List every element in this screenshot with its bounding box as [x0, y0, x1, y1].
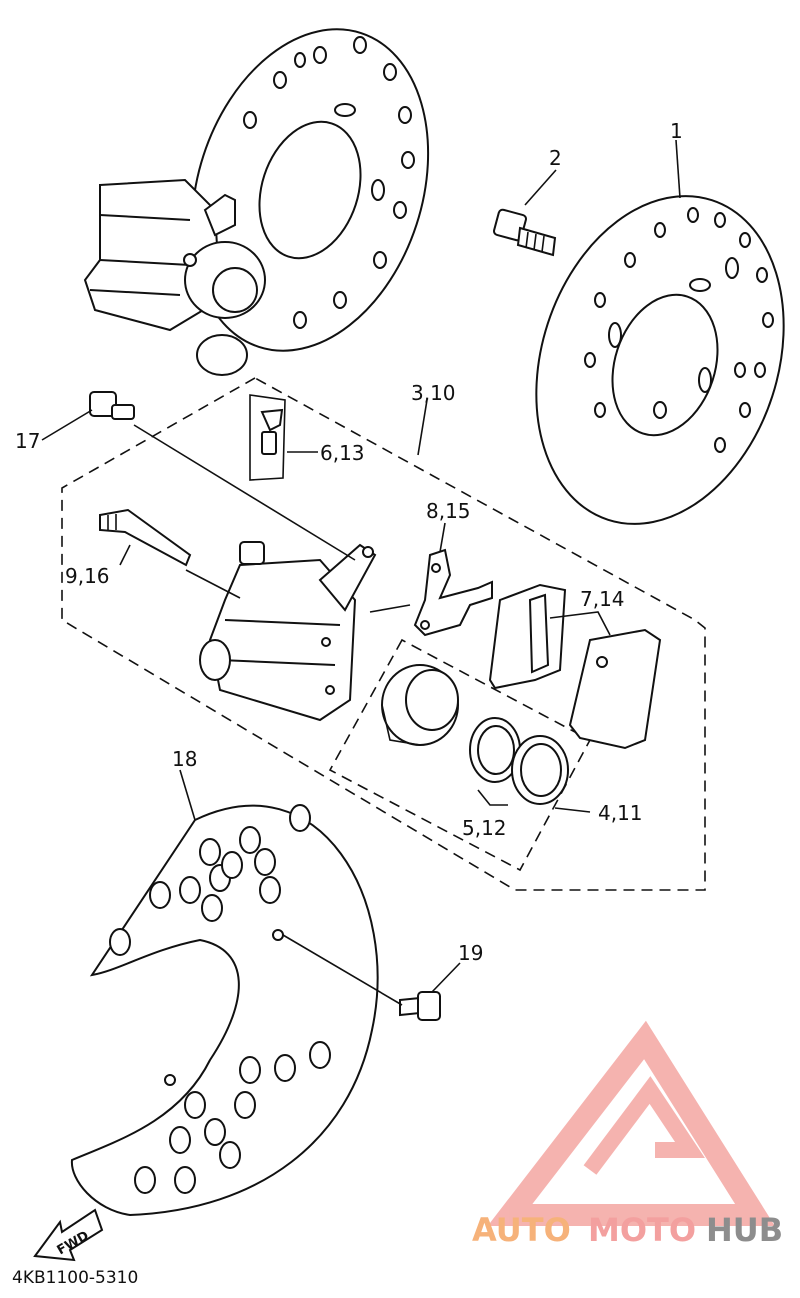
- brake-disc-1: [535, 195, 785, 525]
- callout-7-14: 7,14: [580, 587, 625, 611]
- diagram-code: 4KB1100-5310: [12, 1268, 138, 1288]
- callout-17: 17: [15, 429, 40, 453]
- callout-6-13: 6,13: [320, 441, 365, 465]
- fwd-arrow-icon: FWD: [33, 1208, 104, 1262]
- leader-lines: [41, 139, 681, 1006]
- caliper-assembly-outline: [61, 377, 706, 891]
- brake-pads-7-14: [488, 583, 662, 750]
- seals-5-12: [469, 717, 569, 805]
- bleed-screw-6-13: [249, 394, 286, 481]
- callout-5-12: 5,12: [462, 816, 507, 840]
- callout-2: 2: [549, 146, 562, 170]
- disc-guard-18: [70, 804, 379, 1217]
- assembled-disc: [190, 28, 430, 352]
- callout-1: 1: [670, 119, 683, 143]
- callout-3-10: 3,10: [411, 381, 456, 405]
- bolt-17: [89, 391, 135, 420]
- callout-9-16: 9,16: [65, 564, 110, 588]
- watermark-text: AUTO MOTO HUB: [472, 1211, 783, 1249]
- callout-8-15: 8,15: [426, 499, 471, 523]
- callout-4-11: 4,11: [598, 801, 643, 825]
- pin-9-16: [99, 508, 192, 567]
- piston-kit-outline: [328, 638, 592, 872]
- watermark-auto: AUTO: [472, 1211, 571, 1249]
- callout-19: 19: [458, 941, 483, 965]
- assembled-caliper: [83, 178, 266, 376]
- callout-labels: 1 2 3,10 17 6,13 8,15 9,16 7,14 18 5,12 …: [15, 119, 683, 965]
- bolt-2: [493, 208, 557, 257]
- caliper-body: [199, 541, 377, 722]
- piston-4-11: [381, 664, 459, 746]
- callout-18: 18: [172, 747, 197, 771]
- watermark-logo-icon: [487, 1020, 775, 1226]
- watermark-hub: HUB: [706, 1211, 783, 1249]
- watermark-moto: MOTO: [588, 1211, 696, 1249]
- bolt-19: [399, 991, 441, 1021]
- pad-spring-8-15: [413, 548, 493, 637]
